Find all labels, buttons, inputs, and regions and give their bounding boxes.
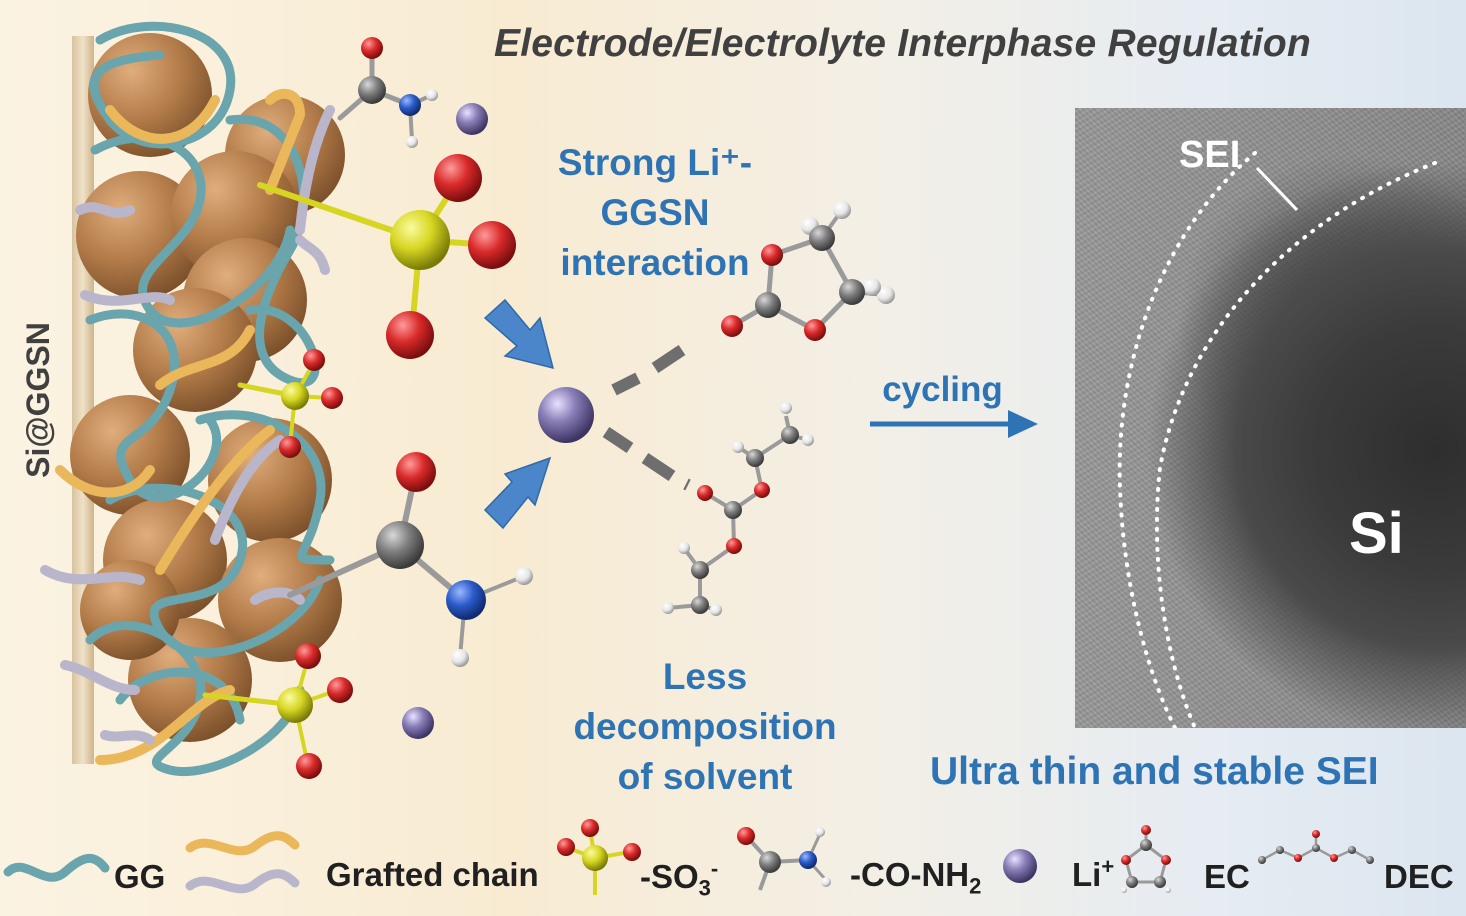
interaction-line-1: Strong Li⁺- bbox=[557, 142, 753, 183]
figure-title: Electrode/Electrolyte Interphase Regulat… bbox=[494, 22, 1311, 65]
li-ion-top bbox=[456, 103, 488, 135]
interaction-text: Strong Li⁺- GGSN interaction bbox=[520, 138, 790, 288]
approach-arrows bbox=[483, 298, 555, 530]
dec-molecule bbox=[662, 402, 814, 616]
si-label: Si bbox=[1349, 501, 1404, 566]
solvent-line-3: of solvent bbox=[617, 756, 793, 797]
interaction-line-2: GGSN bbox=[600, 192, 710, 233]
legend-so3-sub: 3 bbox=[698, 875, 711, 901]
legend-conh2-sub: 2 bbox=[969, 873, 982, 899]
legend-so3-text: -SO bbox=[640, 858, 699, 895]
legend-ec-icon bbox=[1121, 825, 1171, 893]
legend-graphics bbox=[3, 819, 1374, 895]
solvent-text: Less decomposition of solvent bbox=[540, 652, 870, 802]
legend-li-label: Li+ bbox=[1072, 854, 1114, 894]
sei-pointer-line bbox=[1255, 166, 1299, 212]
sei-boundary-lines bbox=[1117, 151, 1437, 728]
grafted-chains-lilac bbox=[40, 105, 335, 745]
result-text: Ultra thin and stable SEI bbox=[930, 750, 1379, 793]
legend-dec-icon bbox=[1258, 830, 1374, 864]
legend-li-text: Li bbox=[1072, 856, 1102, 893]
cycling-label: cycling bbox=[882, 370, 1003, 409]
legend-conh2-text: -CO-NH bbox=[850, 856, 970, 893]
legend-li-icon bbox=[1003, 849, 1037, 883]
legend-ec-label: EC bbox=[1204, 858, 1250, 895]
solvent-line-2: decomposition bbox=[573, 706, 837, 747]
sulfonate-group-large bbox=[386, 154, 516, 359]
tem-image: SEI Si bbox=[1075, 108, 1466, 728]
electrode-label: Si@GGSN bbox=[20, 322, 56, 478]
li-ion-bottom bbox=[402, 707, 434, 739]
li-ion-central bbox=[538, 387, 594, 443]
legend-grafted-label: Grafted chain bbox=[326, 856, 539, 893]
electrode-bar bbox=[72, 36, 94, 764]
amide-group-large bbox=[376, 452, 533, 667]
legend-so3-sup: - bbox=[710, 856, 719, 881]
grafted-chains-yellow bbox=[55, 88, 306, 765]
sulfonate-group-mid bbox=[279, 349, 343, 458]
legend-so3-label: -SO3- bbox=[640, 856, 718, 902]
legend-li-sup: + bbox=[1101, 854, 1115, 879]
legend-dec-label: DEC bbox=[1384, 858, 1454, 895]
sei-label: SEI bbox=[1179, 134, 1241, 176]
legend-grafted-lilac-swatch bbox=[185, 869, 300, 894]
legend-conh2-label: -CO-NH2 bbox=[850, 856, 981, 900]
legend-amide-icon bbox=[737, 827, 831, 891]
sulfonate-group-bottom bbox=[277, 643, 353, 779]
legend-grafted-yellow-swatch bbox=[185, 831, 300, 856]
coordination-dashes bbox=[602, 345, 691, 491]
interaction-line-3: interaction bbox=[560, 242, 750, 283]
legend-gg-swatch bbox=[3, 853, 110, 882]
cycling-arrow bbox=[870, 410, 1038, 438]
solvent-line-1: Less bbox=[662, 656, 748, 697]
amide-group-top bbox=[358, 37, 438, 148]
legend-so3-icon bbox=[557, 819, 641, 895]
legend-gg-label: GG bbox=[114, 858, 166, 895]
ec-molecule bbox=[721, 201, 895, 341]
